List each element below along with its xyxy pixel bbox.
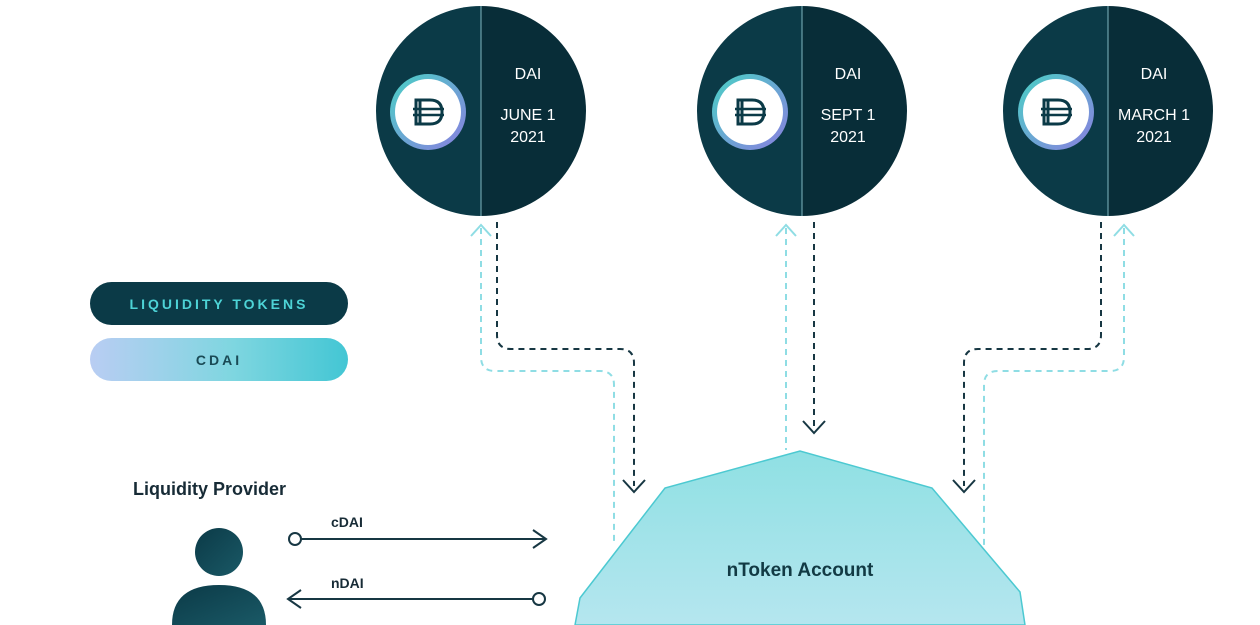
- liquidity-flow-line-march: [963, 222, 1102, 486]
- dai-icon: [1018, 74, 1094, 150]
- cdai-arrowhead-sept: [775, 223, 797, 237]
- dai-icon: [390, 74, 466, 150]
- legend-cdai: CDAI: [90, 338, 348, 381]
- liquidity-arrowhead-march: [952, 479, 976, 494]
- cdai-flow-line-june: [480, 228, 615, 545]
- cdai-flow-label: cDAI: [331, 514, 363, 530]
- market-year: 2021: [830, 129, 866, 146]
- provider-title: Liquidity Provider: [133, 479, 287, 499]
- market-label-june: DAI JUNE 1 2021: [473, 64, 583, 149]
- market-year: 2021: [1136, 129, 1172, 146]
- liquidity-arrowhead-june: [622, 479, 646, 494]
- market-currency: DAI: [514, 66, 542, 83]
- cdai-flow-line-march: [983, 228, 1125, 545]
- cdai-arrowhead-march: [1113, 223, 1135, 237]
- market-label-sept: DAI SEPT 1 2021: [793, 64, 903, 149]
- ndai-receive-arrow: [286, 589, 546, 609]
- cdai-deposit-arrow: [288, 529, 548, 549]
- market-date: MARCH 1: [1117, 107, 1190, 124]
- market-label-march: DAI MARCH 1 2021: [1099, 64, 1209, 149]
- ndai-flow-label: nDAI: [331, 575, 364, 591]
- market-currency: DAI: [834, 66, 862, 83]
- market-currency: DAI: [1140, 66, 1168, 83]
- cdai-arrowhead-june: [470, 223, 492, 237]
- liquidity-flow-line-june: [496, 222, 635, 486]
- ntoken-account-label: nToken Account: [726, 560, 874, 581]
- liquidity-arrowhead-sept: [802, 420, 826, 435]
- dai-icon: [712, 74, 788, 150]
- legend-liquidity-tokens: LIQUIDITY TOKENS: [90, 282, 348, 325]
- person-icon: [172, 528, 266, 625]
- market-date: JUNE 1: [500, 107, 556, 124]
- market-year: 2021: [510, 129, 546, 146]
- ntoken-account-shape: [574, 450, 1026, 625]
- market-date: SEPT 1: [820, 107, 876, 124]
